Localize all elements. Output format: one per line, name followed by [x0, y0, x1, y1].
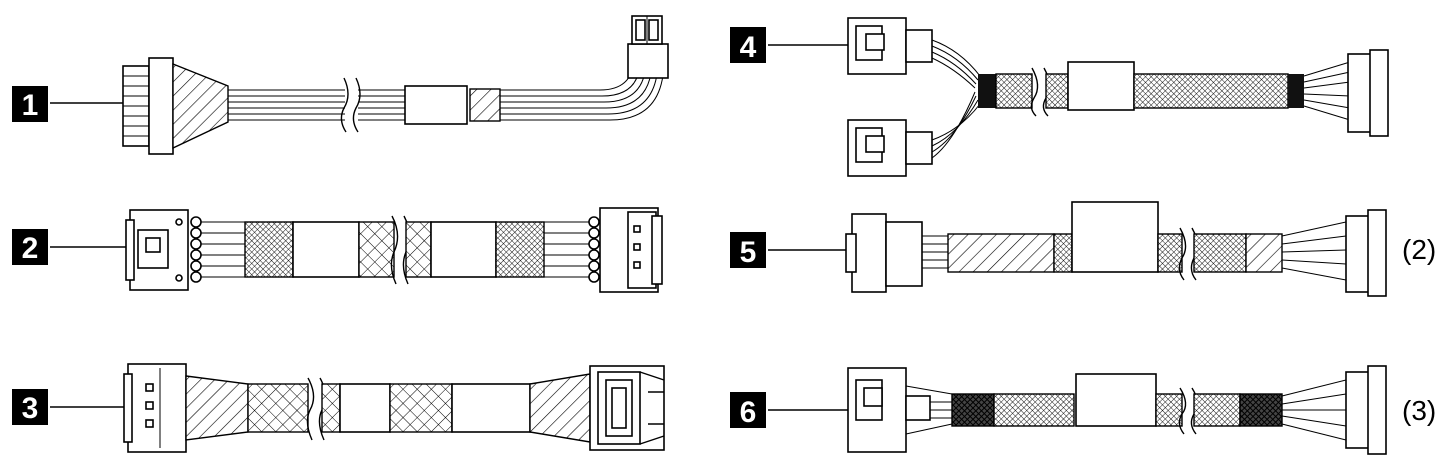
cable-6: 6 (3)	[730, 365, 1436, 455]
connector-housing	[148, 57, 174, 155]
callout-5-box	[730, 232, 766, 268]
callout-4-box	[730, 27, 766, 63]
cable-label	[1071, 201, 1159, 273]
cable-4: 4	[730, 17, 1389, 177]
atx-connector	[627, 43, 669, 79]
quantity-label: (2)	[1402, 234, 1436, 265]
break-mark	[340, 77, 349, 133]
callout-6-box	[730, 392, 766, 428]
cable-label	[1067, 61, 1135, 111]
callout-1-label: 1	[22, 89, 39, 122]
connector-bottom	[847, 119, 933, 177]
callout-6-label: 6	[740, 396, 757, 429]
callout-2-label: 2	[22, 232, 39, 265]
quantity-label: (3)	[1402, 395, 1436, 426]
cable-sleeve	[172, 62, 229, 150]
connector-left	[851, 213, 887, 293]
callout-5-label: 5	[740, 236, 757, 269]
callout-4-label: 4	[740, 31, 757, 64]
cable-3: 3	[12, 363, 665, 453]
cable-label	[1075, 373, 1157, 427]
callout-3-label: 3	[22, 392, 39, 425]
mini-sas-connector-left	[127, 363, 187, 453]
cable-2: 2	[12, 207, 663, 293]
callout-2-box	[12, 229, 48, 265]
cable-label	[404, 85, 468, 125]
cable-1: 1	[12, 15, 669, 155]
callout-3-box	[12, 389, 48, 425]
cable-5: 5 (2)	[730, 201, 1436, 297]
callout-1-box	[12, 86, 48, 122]
connector-top	[847, 17, 933, 75]
